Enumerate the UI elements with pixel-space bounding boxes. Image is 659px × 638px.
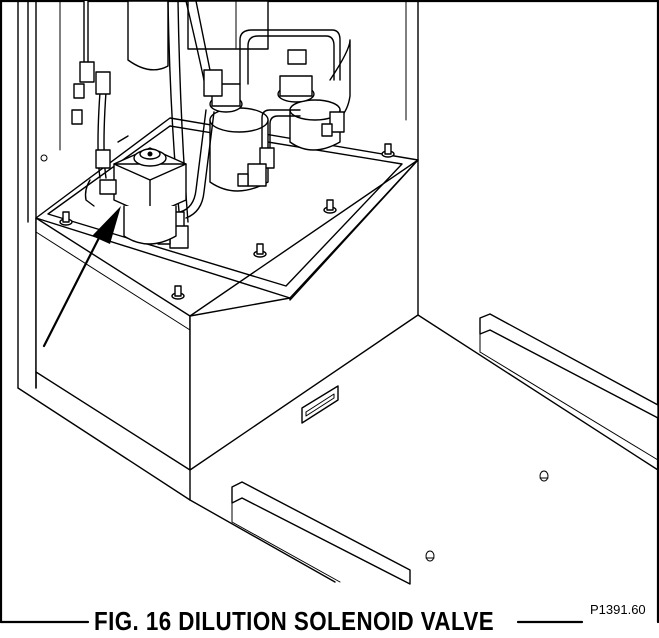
figure-reference-number: P1391.60 [590,602,646,617]
cabinet-walls [17,0,419,389]
arrow-icon [42,206,121,348]
tubing [83,0,351,223]
dilution-solenoid [99,135,187,245]
figure-border [0,0,659,624]
figure-caption: FIG. 16 DILUTION SOLENOID VALVE [94,606,495,636]
tray-screws [59,143,395,300]
cabinet-floor [17,313,659,585]
